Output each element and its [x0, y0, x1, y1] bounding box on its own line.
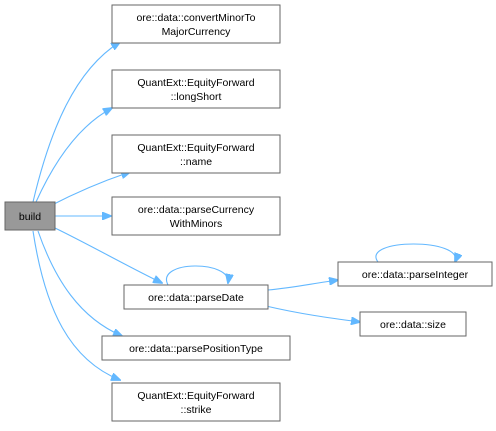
node-label-line: ore::data::size	[380, 319, 446, 331]
node-label-line: ore::data::parseInteger	[362, 269, 469, 281]
node-label-line: ore::data::parsePositionType	[129, 343, 263, 355]
node-parse-currency-with-minors[interactable]: ore::data::parseCurrency WithMinors	[111, 196, 281, 236]
edge-parsedate-size	[265, 305, 360, 322]
node-label-line: QuantExt::EquityForward	[137, 142, 254, 154]
edge-parsedate-parseinteger	[267, 280, 338, 291]
edge-parseinteger-self	[375, 243, 456, 262]
node-label-line: ore::data::parseDate	[148, 292, 244, 304]
node-label-line: ::name	[180, 156, 212, 168]
node-strike[interactable]: QuantExt::EquityForward ::strike	[111, 382, 281, 422]
edge-build-parseposition	[37, 230, 122, 336]
edge-build-parsedate	[54, 227, 162, 283]
node-label-line: ::longShort	[171, 91, 222, 103]
edge-parsedate-self	[165, 265, 229, 286]
node-label-line: QuantExt::EquityForward	[137, 390, 254, 402]
edge-build-strike	[32, 230, 120, 380]
edges	[32, 42, 456, 380]
node-convert-minor-to-major[interactable]: ore::data::convertMinorTo MajorCurrency	[111, 4, 281, 44]
node-build[interactable]: build	[4, 201, 56, 231]
node-name[interactable]: QuantExt::EquityForward ::name	[111, 134, 281, 174]
edge-build-convert	[32, 42, 120, 203]
node-label-line: WithMinors	[170, 218, 223, 230]
node-label-line: ::strike	[181, 404, 212, 416]
edge-build-longshort	[35, 108, 112, 203]
node-long-short[interactable]: QuantExt::EquityForward ::longShort	[111, 69, 281, 109]
node-parse-position-type[interactable]: ore::data::parsePositionType	[101, 335, 291, 361]
node-size[interactable]: ore::data::size	[359, 311, 467, 337]
node-parse-integer[interactable]: ore::data::parseInteger	[337, 261, 493, 287]
node-parse-date[interactable]: ore::data::parseDate	[123, 284, 269, 310]
node-label-line: ore::data::parseCurrency	[138, 204, 255, 216]
node-label-line: QuantExt::EquityForward	[137, 77, 254, 89]
node-label: build	[19, 211, 41, 223]
node-label-line: ore::data::convertMinorTo	[136, 12, 255, 24]
node-label-line: MajorCurrency	[162, 26, 232, 38]
edge-build-name	[49, 172, 130, 207]
